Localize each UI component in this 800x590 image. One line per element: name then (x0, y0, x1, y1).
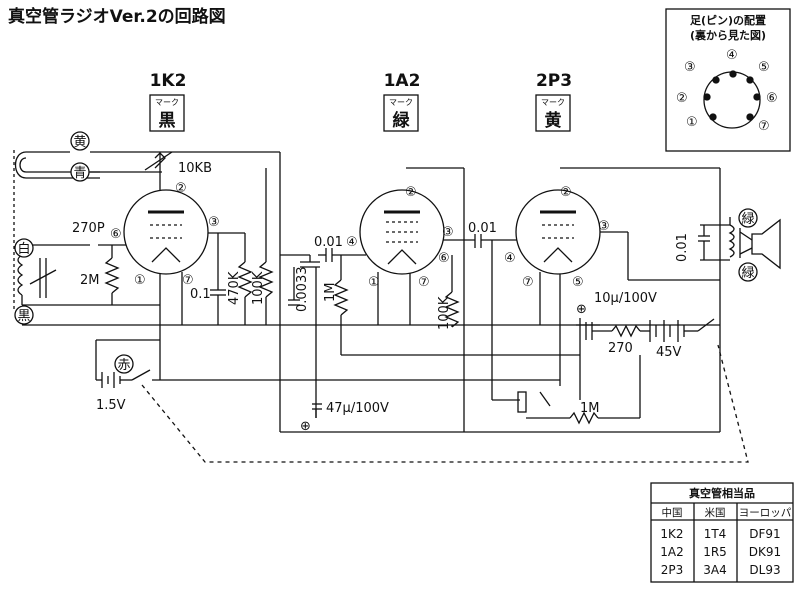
speaker-icon (751, 218, 781, 270)
pin-label-1k2-1: ① (134, 273, 146, 288)
wire-label-yellow: 黄 (70, 131, 90, 151)
label-0-0033: 0.0033 (295, 267, 310, 313)
pin-label-1k2-3: ③ (208, 215, 220, 230)
table-cell: 1K2 (660, 527, 683, 541)
label-0-01-b: 0.01 (468, 221, 497, 236)
diagram-title: 真空管ラジオVer.2の回路図 (8, 6, 226, 27)
pin-4-label: ④ (726, 48, 738, 63)
wiring (13, 150, 781, 463)
wire-label-red: 赤 (114, 354, 134, 374)
plus-sign-47u: ⊕ (300, 419, 311, 434)
label-0-01-c: 0.01 (675, 233, 690, 262)
label-45v: 45V (656, 345, 682, 360)
pin-label-2p3-3: ③ (598, 219, 610, 234)
wire-label-black: 黒 (14, 305, 34, 325)
wire-label-text: 黒 (17, 309, 30, 324)
table-cell: 1T4 (704, 527, 727, 541)
tube-label-2p3: 2P3 マーク 黄 (535, 71, 572, 132)
table-cell: 3A4 (703, 563, 726, 577)
label-47u: 47μ/100V (326, 401, 389, 416)
pin-label-1a2-4: ④ (346, 235, 358, 250)
mark-caption: マーク (541, 98, 565, 107)
pin-label-1a2-6: ⑥ (438, 251, 450, 266)
label-1m-b: 1M (580, 401, 600, 416)
label-0-1: 0.1 (190, 287, 211, 302)
label-1m-a: 1M (323, 283, 338, 303)
pin-label-1a2-3: ③ (442, 225, 454, 240)
tube-name: 1A2 (384, 71, 421, 91)
wire-label-white: 白 (14, 238, 34, 258)
tube-2p3 (515, 189, 601, 275)
tube-name: 2P3 (536, 71, 572, 91)
label-10u: 10μ/100V (594, 291, 657, 306)
label-10kb: 10KB (178, 161, 212, 176)
table-cell: 1A2 (660, 545, 683, 559)
table-header: ヨーロッパ (739, 507, 792, 519)
mark-caption: マーク (389, 98, 413, 107)
wire-label-text: 白 (17, 241, 30, 257)
tube-1k2 (123, 189, 209, 275)
tube-name: 1K2 (150, 71, 187, 91)
pin-label-2p3-2: ② (560, 185, 572, 200)
pinout-title-line1: 足(ピン)の配置 (690, 13, 766, 27)
table-header: 中国 (662, 506, 683, 519)
pin-label-1a2-1: ① (368, 275, 380, 290)
wire-label-text: 赤 (117, 358, 130, 373)
tube-label-1a2: 1A2 マーク 緑 (383, 71, 421, 132)
wire-label-green-bottom: 緑 (738, 262, 758, 282)
pinout-title-line2: (裏から見た図) (690, 28, 766, 42)
label-2m: 2M (80, 273, 100, 288)
label-270: 270 (608, 341, 633, 356)
plus-sign-b: ⊕ (576, 302, 587, 317)
table-cell: 2P3 (661, 563, 684, 577)
label-1-5v: 1.5V (96, 398, 126, 413)
label-270p: 270P (72, 221, 105, 236)
pin-label-1k2-7: ⑦ (182, 273, 194, 288)
mark-color: 黄 (545, 110, 562, 131)
label-100k-b: 100K (437, 296, 452, 330)
label-100k-a: 100K (251, 271, 266, 305)
pin-label-2p3-5: ⑤ (572, 275, 584, 290)
label-0-01-a: 0.01 (314, 235, 343, 250)
tube-1a2 (359, 189, 445, 275)
pin-2-label: ② (676, 91, 688, 106)
equiv-table-title: 真空管相当品 (689, 486, 755, 500)
table-cell: DK91 (749, 545, 781, 559)
label-470k: 470K (227, 271, 242, 305)
mark-color: 緑 (393, 110, 411, 131)
pin-label-2p3-7: ⑦ (522, 275, 534, 290)
pin-label-2p3-4: ④ (504, 251, 516, 266)
table-header: 米国 (705, 506, 726, 519)
equiv-table: 真空管相当品 中国 米国 ヨーロッパ 1K2 1T4 DF91 1A2 1R5 … (650, 482, 794, 583)
table-cell: DF91 (749, 527, 780, 541)
pin-label-1k2-2: ② (175, 181, 187, 196)
wire-label-text: 緑 (741, 266, 754, 281)
pin-label-1a2-2: ② (405, 185, 417, 200)
pinout-box: 足(ピン)の配置 (裏から見た図) ① ② ③ ④ ⑤ ⑥ ⑦ (665, 8, 791, 152)
pin-label-1a2-7: ⑦ (418, 275, 430, 290)
table-cell: DL93 (749, 563, 780, 577)
tube-label-1k2: 1K2 マーク 黒 (149, 71, 187, 132)
wire-label-text: 黄 (73, 135, 86, 150)
wire-label-text: 緑 (741, 212, 754, 227)
pin-7-label: ⑦ (758, 119, 770, 134)
wire-label-green-top: 緑 (738, 208, 758, 228)
wire-label-text: 青 (73, 166, 86, 181)
table-cell: 1R5 (703, 545, 727, 559)
pin-1-label: ① (686, 115, 698, 130)
pin-label-1k2-6: ⑥ (110, 227, 122, 242)
wire-label-blue: 青 (70, 162, 90, 182)
pin-5-label: ⑤ (758, 60, 770, 75)
pin-6-label: ⑥ (766, 91, 778, 106)
mark-color: 黒 (159, 111, 176, 131)
mark-caption: マーク (155, 98, 179, 107)
pin-3-label: ③ (684, 60, 696, 75)
